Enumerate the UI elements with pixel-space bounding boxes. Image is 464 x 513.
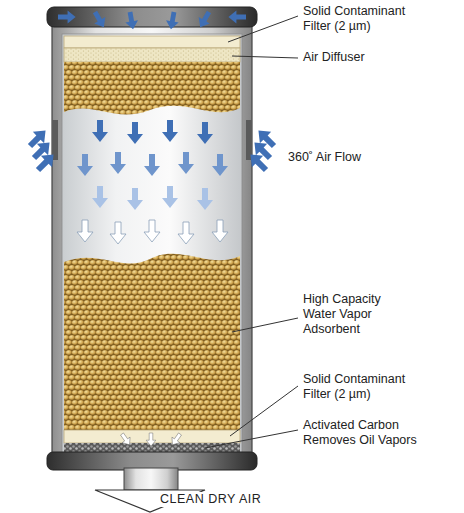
air-diffuser [64, 48, 240, 62]
flow-arrow [178, 222, 194, 244]
flow-arrow [245, 149, 272, 176]
chamber [62, 34, 242, 456]
flow-arrow [32, 149, 59, 176]
flow-arrow [144, 220, 160, 242]
flow-arrow [146, 433, 156, 446]
leader-line [232, 318, 298, 332]
top-filter [64, 36, 240, 48]
flow-arrow [144, 154, 160, 176]
callout-label: 360˚ Air Flow [288, 150, 406, 165]
housing [52, 14, 252, 464]
flow-arrow [195, 9, 215, 31]
flow-arrow [212, 154, 228, 176]
flow-arrow [89, 9, 109, 31]
callout-label: Activated Carbon Removes Oil Vapors [303, 418, 428, 448]
flow-arrow [77, 154, 93, 176]
adsorbent-top [64, 62, 240, 115]
flow-arrow [92, 186, 108, 208]
flow-arrow [165, 11, 181, 31]
flow-arrow [118, 431, 133, 447]
flow-arrow [58, 11, 76, 24]
bottom-cap [47, 452, 257, 470]
leader-line [205, 430, 298, 448]
flow-arrow [212, 220, 228, 242]
outlet-pipe [124, 468, 178, 490]
flow-arrow [77, 220, 93, 242]
flow-arrow [197, 188, 213, 210]
flow-arrow [127, 122, 143, 144]
flow-arrow [124, 11, 140, 31]
flow-arrow [127, 188, 143, 210]
top-cap [47, 7, 257, 27]
leader-line [228, 16, 298, 42]
flow-arrow [92, 120, 108, 142]
side-inlet [246, 120, 252, 160]
callout-label: Solid Contaminant Filter (2 µm) [303, 4, 421, 34]
leader-line [232, 56, 298, 58]
callout-label: Solid Contaminant Filter (2 µm) [303, 372, 421, 402]
side-inlet [52, 120, 58, 160]
callout-label: High Capacity Water Vapor Adsorbent [303, 292, 413, 337]
flow-arrow [110, 152, 126, 174]
leader-line [230, 386, 298, 436]
flow-arrow [110, 222, 126, 244]
outlet-label: CLEAN DRY AIR [160, 492, 270, 507]
adsorbent-bed [64, 254, 240, 430]
flow-arrow [162, 186, 178, 208]
flow-arrow [162, 120, 178, 142]
flow-arrow [197, 122, 213, 144]
flow-arrow [228, 11, 246, 24]
flow-arrow [178, 152, 194, 174]
flow-arrow [168, 431, 183, 447]
callout-label: Air Diffuser [303, 50, 421, 65]
